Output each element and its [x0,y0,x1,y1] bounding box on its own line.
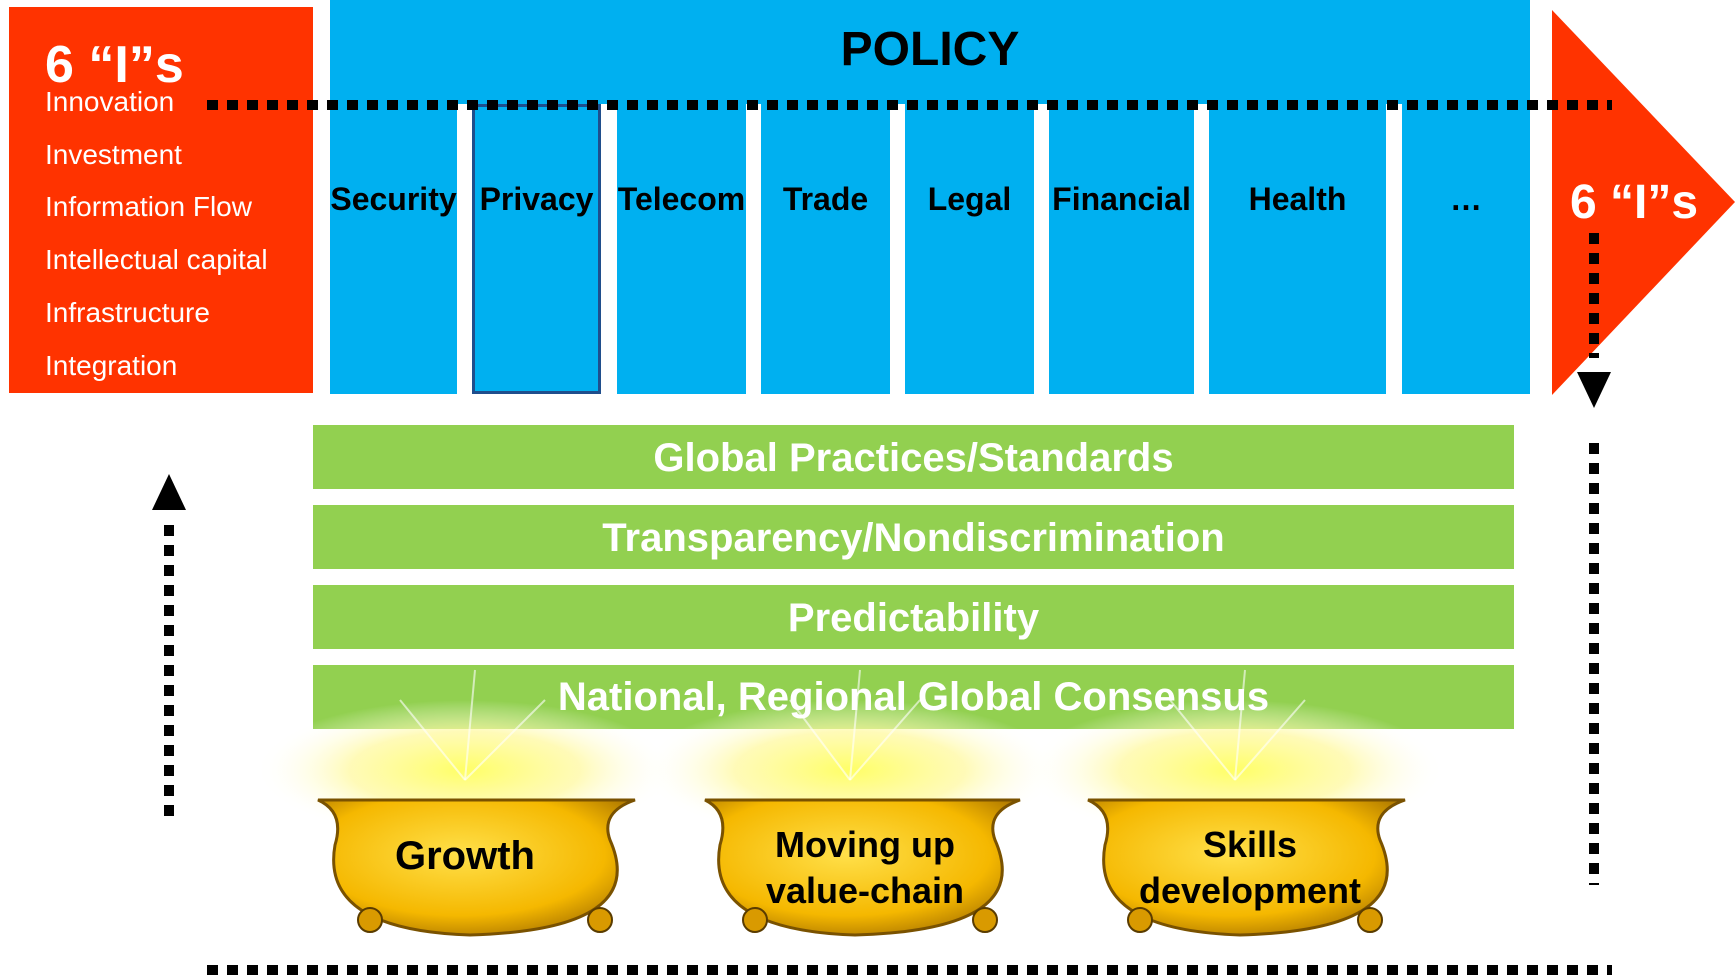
right-six-is-title: 6 “I”s [1570,176,1699,229]
policy-column-label: Telecom [617,181,746,217]
six-is-item: Investment [45,139,182,170]
layer-bar [313,425,1514,489]
six-is-title: 6 “I”s [45,36,184,94]
pot-of-gold-icon [1087,798,1406,937]
dotted-arrow-down-icon [1577,372,1611,408]
policy-column-security [330,104,457,394]
policy-column-label: … [1450,181,1482,217]
policy-header [330,0,1530,104]
policy-title: POLICY [840,23,1020,76]
pot-label-growth: Growth [395,834,535,878]
policy-column-health [1209,104,1386,394]
policy-column-more [1402,104,1530,394]
policy-column-privacy [472,104,601,394]
policy-column-label: Legal [927,181,1012,217]
dotted-arrow-up-icon [152,474,186,510]
pot-of-gold-icon [317,798,636,937]
six-is-item: Innovation [45,86,175,117]
policy-column-trade [761,104,890,394]
layer-bar [313,585,1514,649]
layer-label: Transparency/Nondiscrimination [602,516,1225,560]
layer-label: National, Regional Global Consensus [557,675,1270,719]
six-is-item: Integration [45,350,178,381]
layer-label: Global Practices/Standards [653,436,1174,480]
six-is-item: Information Flow [45,191,252,222]
policy-column-label: Privacy [479,181,594,217]
policy-column-label: Security [330,181,457,217]
pot-label-skills: Skills development [1138,824,1362,911]
six-is-item: Infrastructure [45,297,210,328]
policy-column-label: Financial [1052,181,1191,217]
layer-bar [313,505,1514,569]
six-is-panel [9,7,313,393]
pot-label-value-chain: Moving up value-chain [765,824,965,911]
pot-of-gold-icon [704,798,1021,937]
six-is-item: Intellectual capital [45,244,268,275]
policy-column-telecom [617,104,746,394]
policy-column-legal [905,104,1034,394]
policy-column-financial [1049,104,1194,394]
policy-column-label: Health [1248,181,1347,217]
policy-column-label: Trade [782,181,869,217]
layer-label: Predictability [787,596,1040,640]
